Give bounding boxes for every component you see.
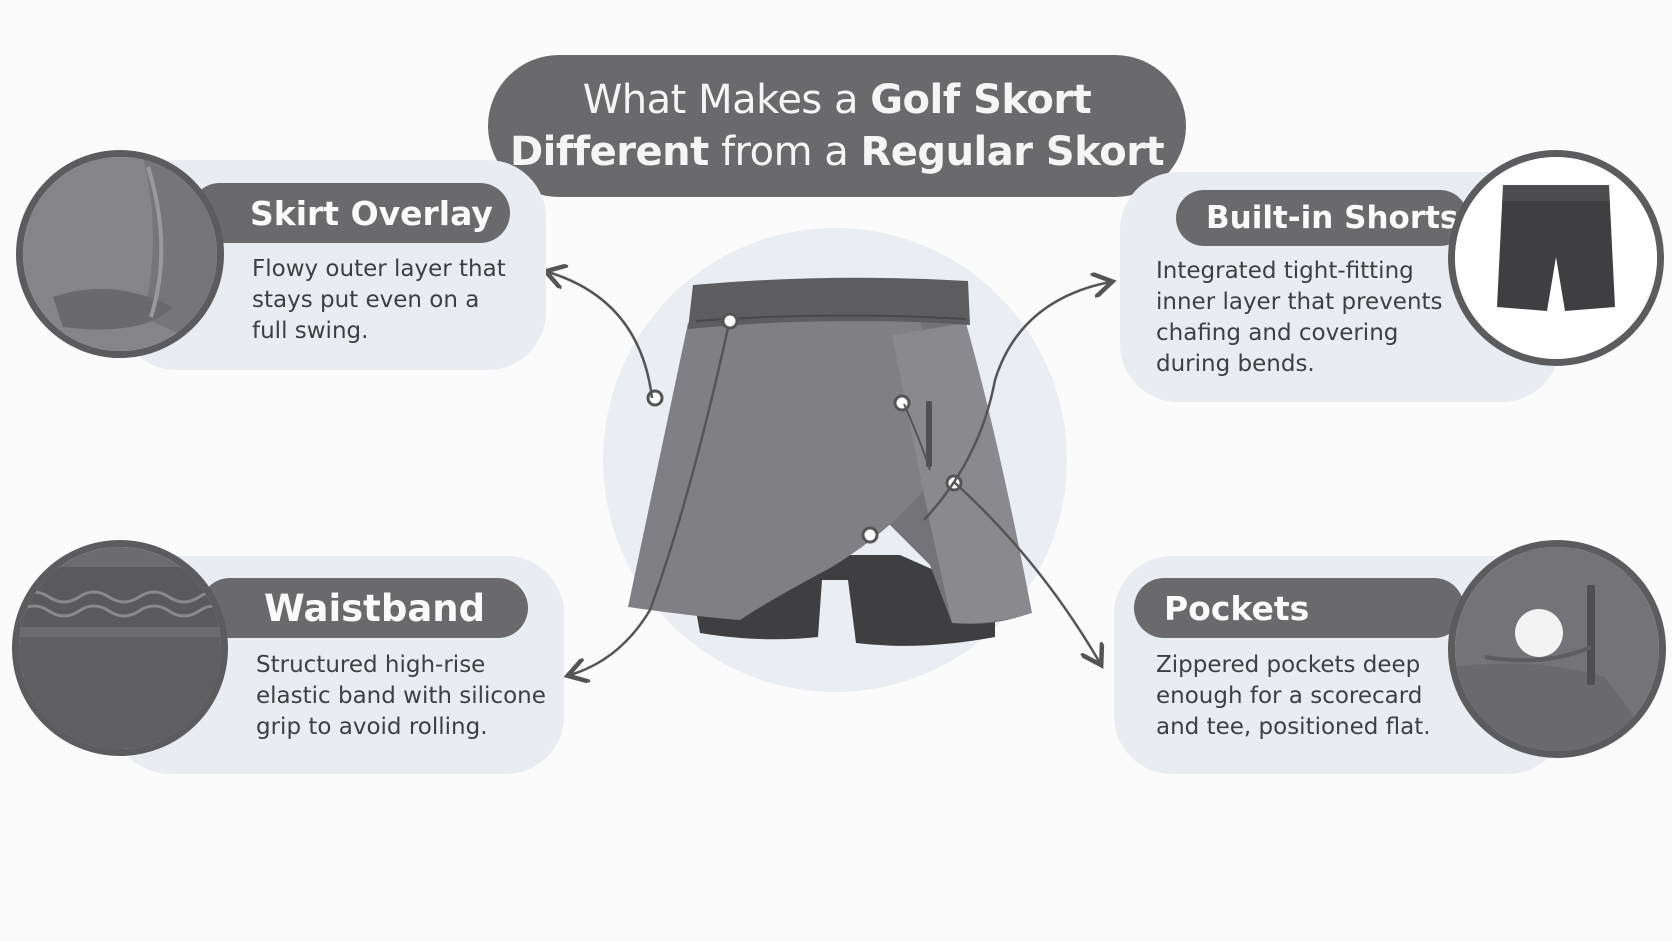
- desc-line: during bends.: [1156, 351, 1315, 377]
- golf-ball-icon: [1515, 609, 1563, 657]
- pockets-arrow: [953, 481, 1100, 663]
- pockets-description: Zippered pockets deep enough for a score…: [1156, 650, 1431, 743]
- built-in-shorts-arrow: [923, 282, 1110, 521]
- skirt-wrap-panel: [892, 323, 1032, 624]
- waistband-arrow: [570, 327, 730, 675]
- page-title: What Makes a Golf Skort Different from a…: [488, 55, 1186, 197]
- waistband-photo: [12, 540, 228, 756]
- desc-line: chafing and covering: [1156, 320, 1399, 346]
- desc-line: Flowy outer layer that: [252, 256, 506, 282]
- title-line2-bold-end: Regular Skort: [860, 129, 1165, 175]
- waistband-label: Waistband: [200, 578, 528, 638]
- desc-line: inner layer that prevents: [1156, 289, 1443, 315]
- skirt-overlay-shape: [628, 321, 940, 620]
- skirt-overlay-label: Skirt Overlay: [190, 183, 510, 243]
- pocket-zipper: [926, 401, 932, 467]
- waistband-description: Structured high-rise elastic band with s…: [256, 650, 546, 743]
- built-in-shorts-photo: [1448, 150, 1664, 366]
- title-line2-bold: Different: [509, 129, 709, 175]
- title-line1-bold: Golf Skort: [870, 77, 1092, 123]
- built-in-shorts-label-text: Built-in Shorts: [1206, 200, 1459, 236]
- desc-line: enough for a scorecard: [1156, 683, 1423, 709]
- skirt-overlay-arrow: [548, 272, 654, 399]
- desc-line: grip to avoid rolling.: [256, 714, 488, 740]
- pockets-label: Pockets: [1134, 578, 1464, 638]
- skirt-overlay-photo: [16, 150, 224, 358]
- desc-line: Integrated tight-fitting: [1156, 258, 1414, 284]
- pocket-zip-arrow: [903, 403, 931, 471]
- shorts-callout-dot: [861, 526, 879, 544]
- desc-line: stays put even on a: [252, 287, 480, 313]
- skort-product-image: [603, 228, 1067, 692]
- skirt-overlay-label-text: Skirt Overlay: [250, 193, 493, 233]
- desc-line: Zippered pockets deep: [1156, 652, 1421, 678]
- zipper-icon: [1587, 585, 1595, 685]
- title-line1-regular: What Makes a: [582, 77, 871, 123]
- title-line2-regular: from a: [708, 129, 861, 175]
- skirt-overlay-description: Flowy outer layer that stays put even on…: [252, 254, 506, 347]
- built-in-shorts-label: Built-in Shorts: [1176, 190, 1468, 246]
- waistband-callout-dot: [721, 312, 739, 330]
- waistband-label-text: Waistband: [264, 586, 486, 630]
- desc-line: and tee, positioned flat.: [1156, 714, 1431, 740]
- desc-line: full swing.: [252, 318, 369, 344]
- built-in-shorts-description: Integrated tight-fitting inner layer tha…: [1156, 256, 1443, 380]
- desc-line: elastic band with silicone: [256, 683, 546, 709]
- desc-line: Structured high-rise: [256, 652, 486, 678]
- pockets-label-text: Pockets: [1164, 588, 1310, 628]
- pockets-photo: [1448, 540, 1666, 758]
